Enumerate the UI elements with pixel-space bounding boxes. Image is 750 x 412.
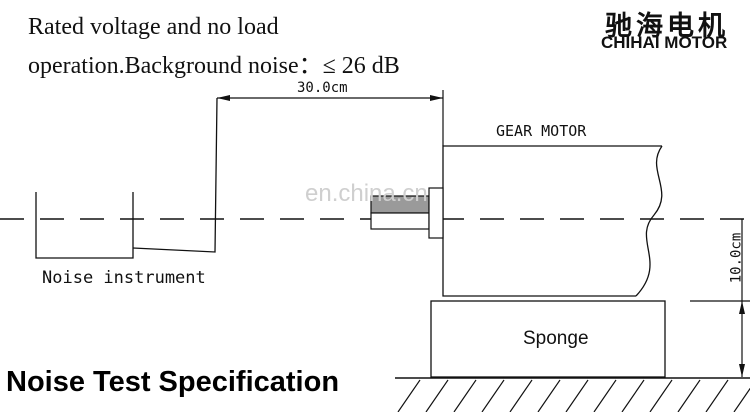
motor-shaft-lower	[370, 212, 430, 230]
dimension-arrow-left	[217, 95, 230, 101]
distance-label: 30.0cm	[297, 80, 348, 96]
motor-flange	[428, 187, 444, 239]
noise-instrument-probe	[132, 97, 218, 253]
ground-hatching	[397, 379, 750, 412]
height-label: 10.0cm	[728, 232, 745, 284]
watermark: en.china.cn	[305, 180, 428, 207]
gear-motor-break-line	[635, 145, 663, 297]
dimension-arrow-right	[430, 95, 443, 101]
gear-motor-body	[442, 145, 662, 297]
logo-english: CHIHAI MOTOR	[601, 33, 728, 52]
gear-motor-label: GEAR MOTOR	[496, 122, 587, 140]
spec-line-2: operation.Background noise：≤ 26 dB	[28, 53, 400, 79]
noise-instrument-body	[35, 200, 134, 259]
spec-line-1: Rated voltage and no load	[28, 14, 279, 40]
noise-instrument-label: Noise instrument	[42, 268, 206, 288]
sponge-block	[430, 300, 666, 378]
height-arrow-mid	[739, 301, 745, 314]
height-arrow-bottom	[739, 364, 745, 377]
sponge-label: Sponge	[523, 328, 589, 349]
page-title: Noise Test Specification	[6, 366, 340, 398]
logo-chinese: 驰海电机	[605, 11, 729, 41]
